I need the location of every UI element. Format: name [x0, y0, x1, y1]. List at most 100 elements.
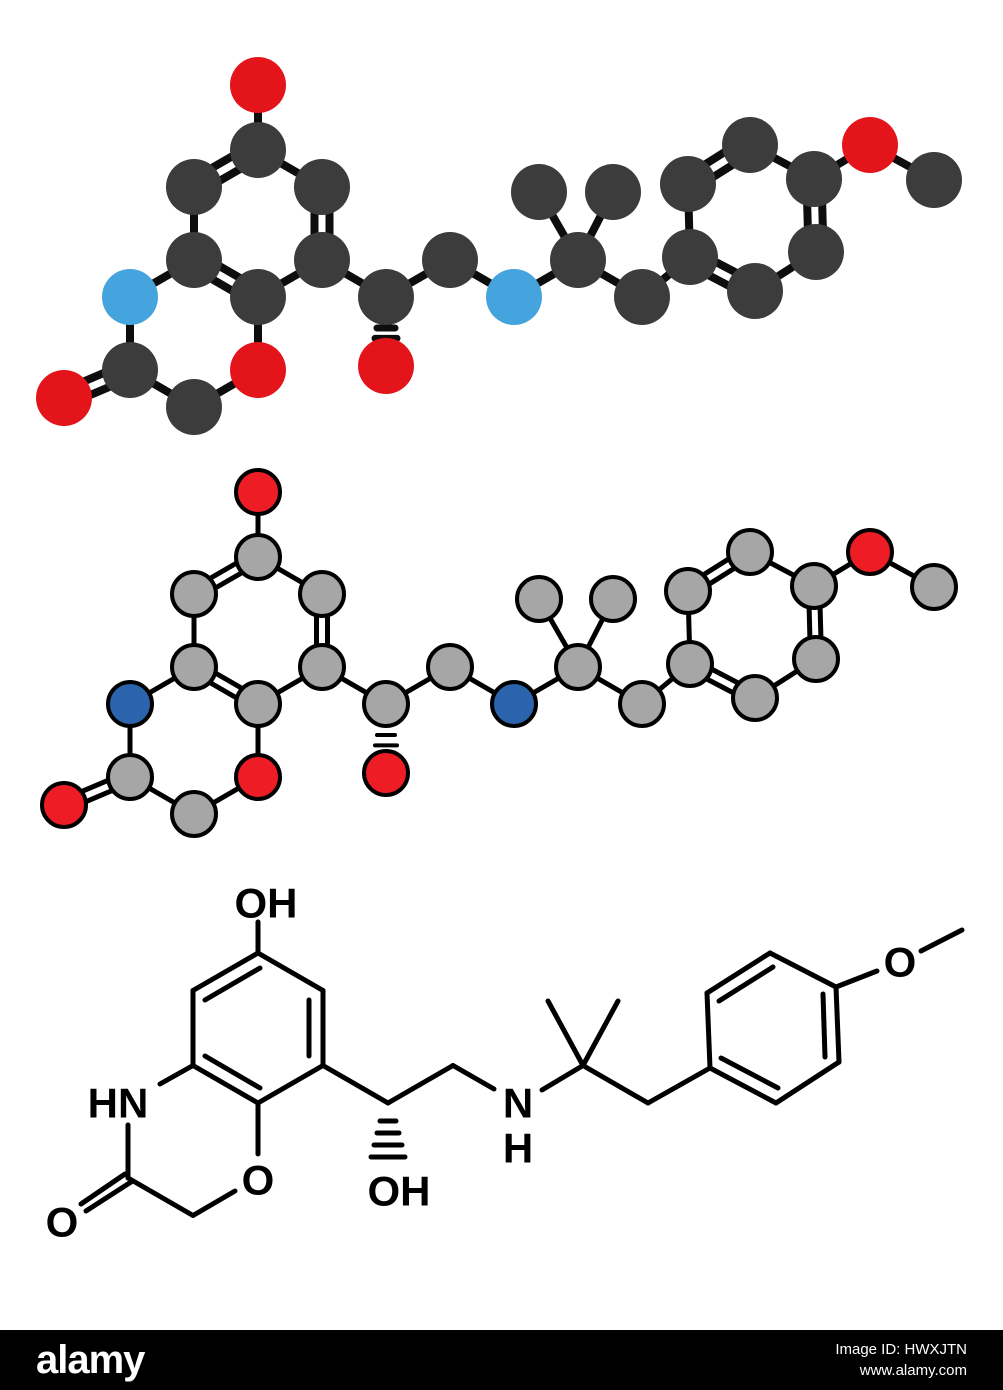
bond — [157, 1063, 196, 1087]
atom-N — [106, 680, 154, 728]
molecule-middle-outlined-style — [40, 468, 958, 838]
image-credits: Image ID: HWXJTN www.alamy.com — [835, 1339, 967, 1381]
atom-C — [166, 232, 222, 288]
atom-C — [358, 269, 414, 325]
bond — [83, 1179, 134, 1214]
bond — [190, 950, 261, 993]
molecule-bottom-skeletal: OH HN O O OH NH O — [46, 880, 965, 1246]
atom-C — [170, 643, 218, 691]
bond — [704, 950, 773, 996]
bond — [707, 1065, 779, 1106]
alamy-logo: alamy — [36, 1338, 145, 1382]
bond — [202, 965, 263, 1003]
bond — [580, 1063, 651, 1106]
atom-label-OH: OH — [235, 880, 298, 927]
atom-O — [40, 781, 88, 829]
atom-O — [362, 749, 410, 797]
bond — [450, 1063, 497, 1092]
alamy-url-text: www.alamy.com — [859, 1362, 967, 1379]
atom-C — [298, 643, 346, 691]
atom-C — [170, 570, 218, 618]
atom-C — [910, 563, 958, 611]
atom-O — [230, 57, 286, 113]
atom-C — [511, 164, 567, 220]
atom-C — [230, 269, 286, 325]
atom-label-O: O — [242, 1157, 275, 1204]
atom-N — [102, 269, 158, 325]
atom-C — [422, 232, 478, 288]
atom-O — [230, 342, 286, 398]
atom-C — [726, 528, 774, 576]
atom-C — [660, 156, 716, 212]
atom-C — [294, 159, 350, 215]
atom-C — [294, 232, 350, 288]
atom-C — [786, 151, 842, 207]
bond — [539, 1063, 586, 1093]
atom-C — [426, 643, 474, 691]
atom-C — [727, 263, 783, 319]
atom-O — [846, 528, 894, 576]
atom-O — [36, 370, 92, 426]
bond — [833, 984, 842, 1065]
bond — [255, 950, 326, 993]
atom-C — [666, 640, 714, 688]
bond — [190, 1188, 238, 1218]
atom-C — [166, 379, 222, 435]
bond — [255, 1063, 326, 1106]
atom-N — [490, 680, 538, 728]
bond — [320, 1063, 391, 1106]
atom-C — [298, 570, 346, 618]
atom-label-N: N — [503, 1080, 533, 1127]
atom-C — [792, 635, 840, 683]
bond — [545, 998, 586, 1068]
atom-C — [170, 790, 218, 838]
atom-C — [102, 342, 158, 398]
bond — [202, 1053, 263, 1091]
atom-C — [362, 680, 410, 728]
atom-C — [664, 567, 712, 615]
image-id-text: Image ID: HWXJTN — [835, 1341, 967, 1358]
atom-O — [234, 753, 282, 801]
atom-C — [731, 674, 779, 722]
bond — [385, 1063, 456, 1106]
atom-label-O: O — [884, 939, 917, 986]
bond — [767, 950, 839, 990]
atom-C — [585, 164, 641, 220]
atom-label-HN: HN — [88, 1080, 149, 1127]
atom-C — [515, 575, 563, 623]
atom-O — [842, 117, 898, 173]
bond — [580, 998, 621, 1068]
bond — [125, 1175, 196, 1218]
molecule-illustration: OH HN O O OH NH O — [36, 57, 965, 1246]
atom-C — [234, 680, 282, 728]
atom-label-OH: OH — [368, 1168, 431, 1215]
atom-C — [589, 575, 637, 623]
atom-C — [230, 122, 286, 178]
atom-C — [722, 117, 778, 173]
bond — [190, 1063, 261, 1106]
atom-C — [906, 152, 962, 208]
atom-C — [788, 224, 844, 280]
bond — [78, 1171, 128, 1207]
bond — [704, 990, 713, 1071]
molecule-top-flat-style — [36, 57, 962, 435]
atom-C — [106, 753, 154, 801]
bond — [773, 1059, 842, 1106]
bond — [820, 991, 828, 1060]
atom-label-H: H — [503, 1125, 533, 1172]
watermark-bar: alamy Image ID: HWXJTN www.alamy.com — [0, 1330, 1003, 1390]
atom-O — [234, 468, 282, 516]
atom-C — [550, 232, 606, 288]
atom-C — [618, 680, 666, 728]
atom-C — [234, 533, 282, 581]
atom-C — [662, 229, 718, 285]
bond — [716, 964, 776, 1004]
atom-C — [166, 159, 222, 215]
atom-label-O: O — [46, 1199, 79, 1246]
bond — [645, 1065, 713, 1106]
bond — [918, 927, 965, 954]
atom-N — [486, 269, 542, 325]
bond — [833, 968, 880, 990]
atom-O — [358, 338, 414, 394]
